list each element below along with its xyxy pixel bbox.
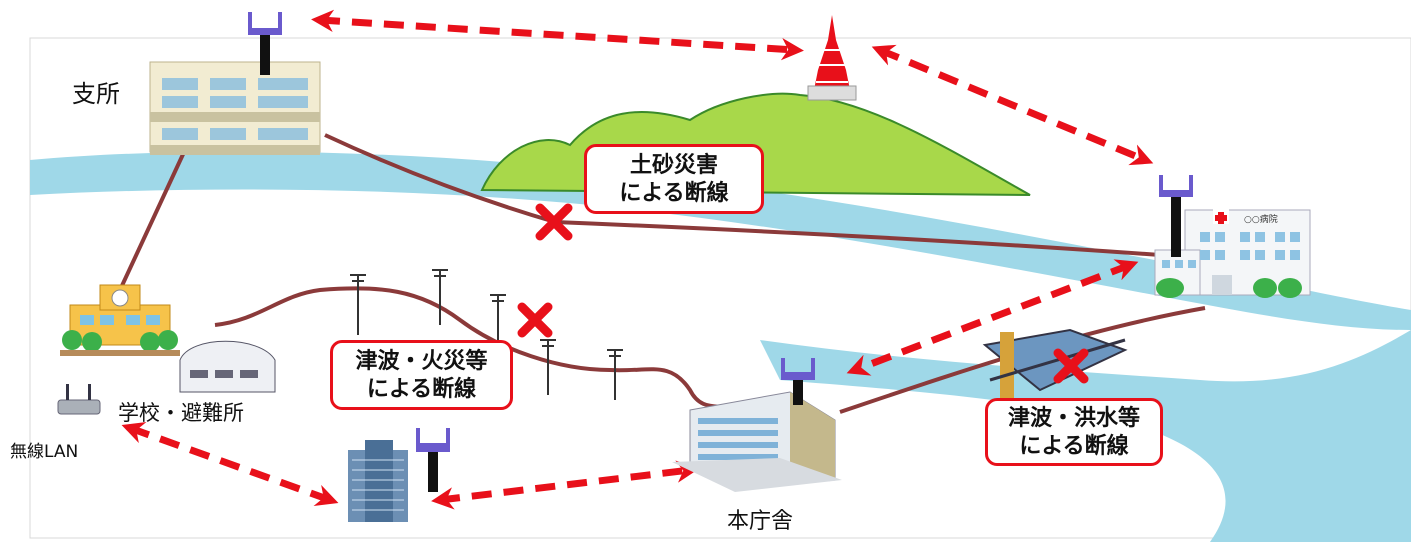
antenna-icon bbox=[416, 428, 450, 492]
utility-pole-icon bbox=[350, 269, 623, 400]
callout-tsunami-fire: 津波・火災等 による断線 bbox=[330, 340, 513, 410]
break-x-icon bbox=[517, 203, 1089, 384]
school-label: 学校・避難所 bbox=[118, 401, 244, 425]
router-icon bbox=[57, 384, 101, 415]
school-icon bbox=[60, 284, 276, 393]
wireless-links bbox=[121, 9, 1154, 510]
callout-line: による断線 bbox=[366, 376, 477, 402]
callout-line: 津波・洪水等 bbox=[1007, 406, 1140, 431]
branch-building-icon bbox=[149, 61, 321, 155]
wlan-label: 無線LAN bbox=[10, 442, 79, 462]
callout-line: 土砂災害 bbox=[629, 153, 718, 178]
antenna-icon bbox=[1159, 175, 1193, 257]
branch-label: 支所 bbox=[72, 80, 120, 108]
callout-landslide: 土砂災害 による断線 bbox=[584, 144, 764, 214]
callout-tsunami-flood: 津波・洪水等 による断線 bbox=[985, 398, 1163, 466]
antenna-icon bbox=[781, 358, 815, 405]
hospital-sign: ○○病院 bbox=[1244, 213, 1278, 225]
callout-line: による断線 bbox=[619, 180, 729, 206]
hospital-icon bbox=[1154, 208, 1311, 298]
callout-line: による断線 bbox=[1019, 433, 1129, 459]
main-office-label: 本庁舎 bbox=[727, 509, 794, 534]
tower-icon bbox=[807, 15, 857, 101]
main-office-icon bbox=[672, 391, 842, 492]
building-icon bbox=[348, 440, 408, 522]
bridge-icon bbox=[982, 328, 1128, 400]
antenna-icon bbox=[248, 12, 282, 75]
callout-line: 津波・火災等 bbox=[355, 349, 488, 374]
